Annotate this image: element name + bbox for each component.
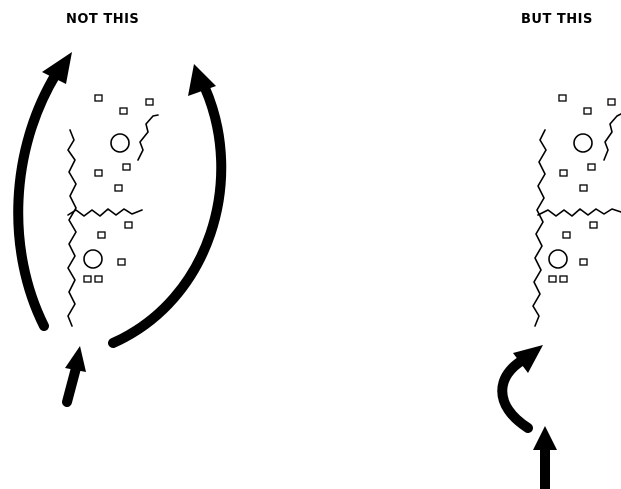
right-wall-crack bbox=[532, 113, 621, 327]
right-rock bbox=[583, 107, 592, 115]
left-rock bbox=[145, 98, 154, 106]
left-outer-arrow bbox=[13, 52, 72, 331]
right-rock bbox=[559, 169, 568, 177]
left-rocks bbox=[83, 94, 154, 283]
left-vertical-crack bbox=[67, 129, 77, 327]
left-rock bbox=[124, 221, 133, 229]
left-wall-crack bbox=[67, 114, 159, 327]
right-panel: BUT THIS bbox=[497, 12, 621, 489]
right-bottom-arrow bbox=[533, 426, 557, 489]
left-rock bbox=[94, 94, 103, 102]
right-rock bbox=[558, 94, 567, 102]
right-upper-crack bbox=[603, 113, 621, 161]
right-horizontal-crack bbox=[537, 208, 621, 217]
right-panel-title: BUT THIS bbox=[521, 12, 593, 27]
left-horizontal-crack bbox=[67, 208, 143, 217]
right-vertical-crack bbox=[532, 129, 547, 327]
right-rocks bbox=[548, 94, 616, 283]
right-rock bbox=[579, 258, 588, 266]
arrowhead-icon bbox=[65, 346, 86, 372]
left-panel: NOT THIS bbox=[13, 12, 227, 407]
left-rock bbox=[94, 275, 103, 283]
left-rock bbox=[119, 107, 128, 115]
left-bottom-arrow bbox=[62, 346, 86, 407]
arrowhead-icon bbox=[42, 52, 72, 84]
arrowhead-icon bbox=[188, 64, 216, 96]
right-boulder-upper bbox=[573, 133, 593, 153]
right-rock bbox=[579, 184, 588, 192]
left-panel-title: NOT THIS bbox=[66, 12, 139, 27]
left-rock bbox=[94, 169, 103, 177]
right-rock bbox=[589, 221, 598, 229]
left-upper-crack bbox=[137, 114, 159, 161]
right-curved-arrow bbox=[497, 345, 543, 433]
left-rock bbox=[117, 258, 126, 266]
left-boulder-lower bbox=[83, 249, 103, 269]
right-rock bbox=[548, 275, 557, 283]
right-rock bbox=[587, 163, 596, 171]
arrowhead-icon bbox=[513, 345, 543, 373]
left-boulder-upper bbox=[110, 133, 130, 153]
right-rock bbox=[559, 275, 568, 283]
right-rock bbox=[607, 98, 616, 106]
left-rock bbox=[114, 184, 123, 192]
left-rock bbox=[122, 163, 131, 171]
left-rock bbox=[97, 231, 106, 239]
right-rock bbox=[562, 231, 571, 239]
arrowhead-icon bbox=[533, 426, 557, 450]
right-boulder-lower bbox=[548, 249, 568, 269]
left-rock bbox=[83, 275, 92, 283]
right-outer-arrow bbox=[108, 64, 227, 348]
